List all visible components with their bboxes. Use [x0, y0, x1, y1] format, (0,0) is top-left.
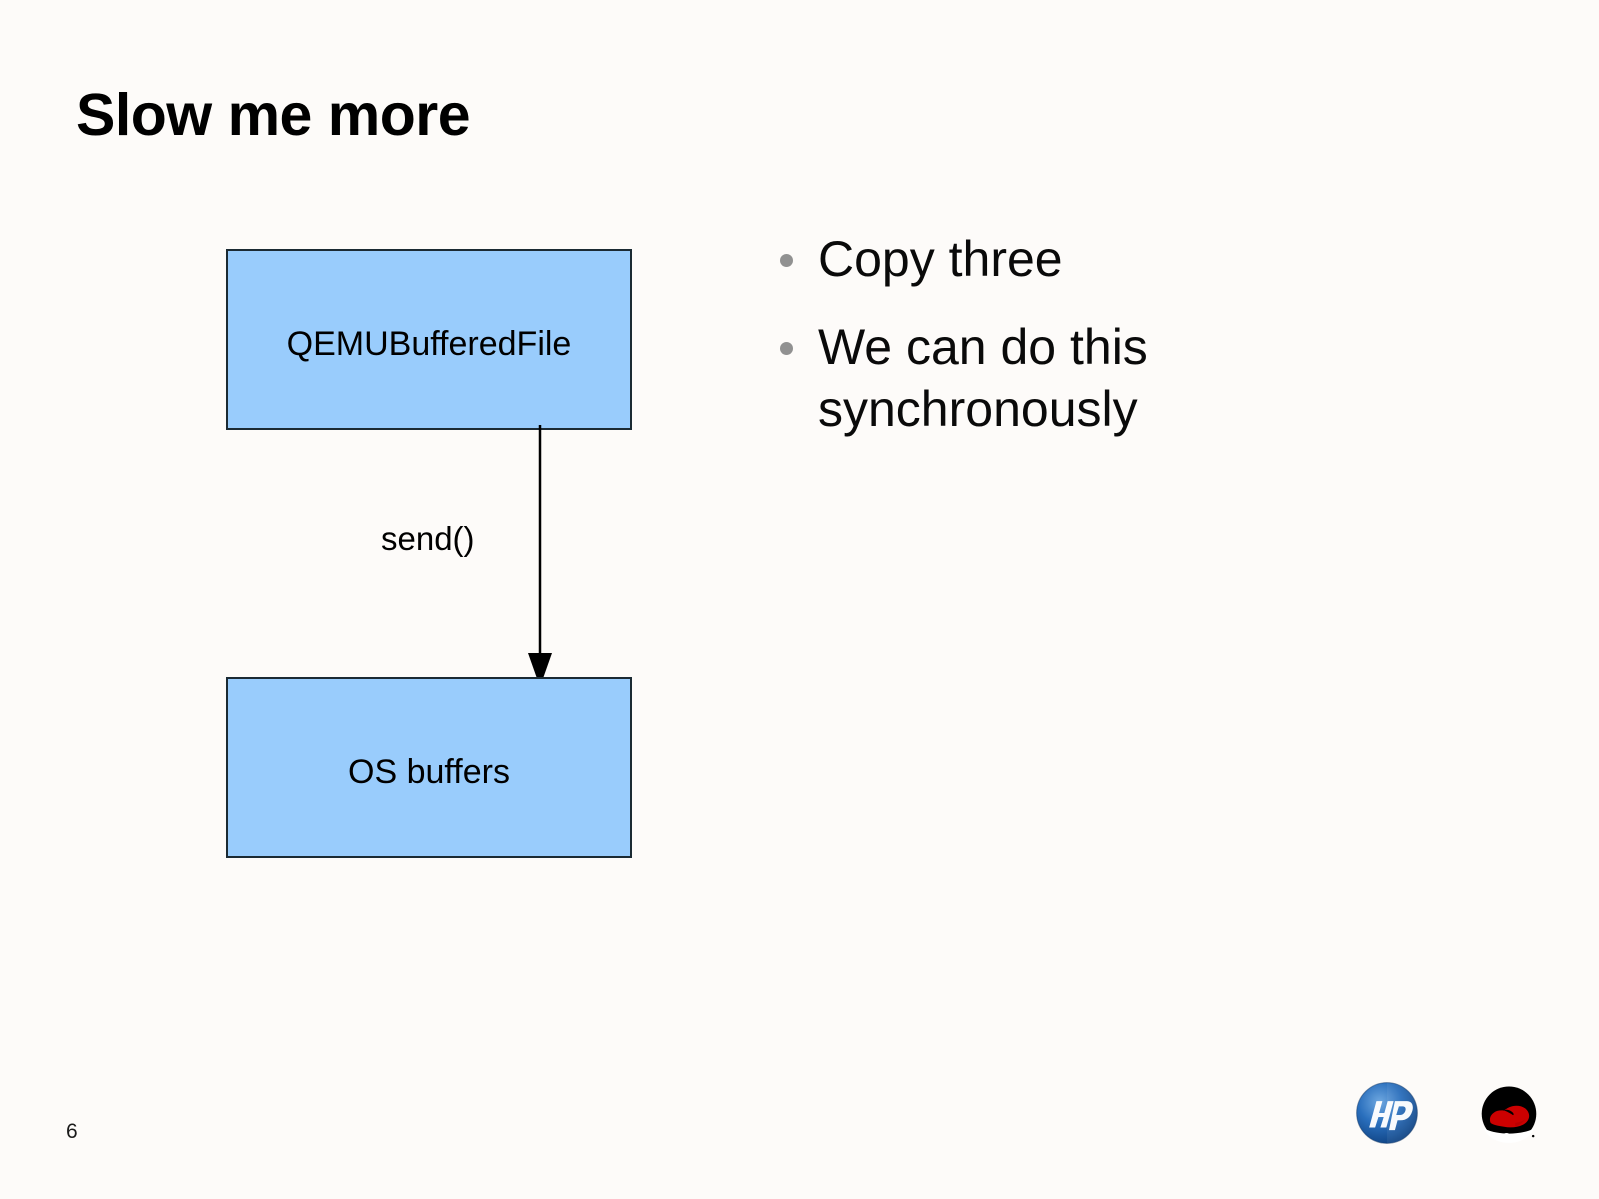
- list-item: We can do this synchronously: [780, 316, 1340, 440]
- diagram-node-label: QEMUBufferedFile: [286, 325, 572, 363]
- list-item: Copy three: [780, 228, 1340, 290]
- bullet-dot-icon: [780, 254, 793, 267]
- bullet-dot-icon: [780, 342, 793, 355]
- send-arrow-icon: [528, 425, 552, 687]
- diagram-node-os-buffers: OS buffers: [226, 677, 632, 858]
- flow-diagram: QEMUBufferedFile send() OS buffers: [0, 0, 800, 1000]
- diagram-node-qemubufferedfile: QEMUBufferedFile: [226, 249, 632, 430]
- red-hat-logo-icon: [1481, 1086, 1537, 1143]
- page-title: Slow me more: [76, 82, 471, 148]
- bullet-list: Copy three We can do this synchronously: [780, 228, 1340, 466]
- bullet-text: Copy three: [818, 231, 1063, 287]
- send-arrow-label: send(): [381, 520, 475, 557]
- page-number: 6: [66, 1120, 78, 1143]
- hp-logo-icon: [1356, 1082, 1418, 1144]
- logo-bar: [1340, 1070, 1560, 1160]
- diagram-node-label: OS buffers: [348, 753, 510, 791]
- bullet-text: We can do this synchronously: [818, 319, 1148, 437]
